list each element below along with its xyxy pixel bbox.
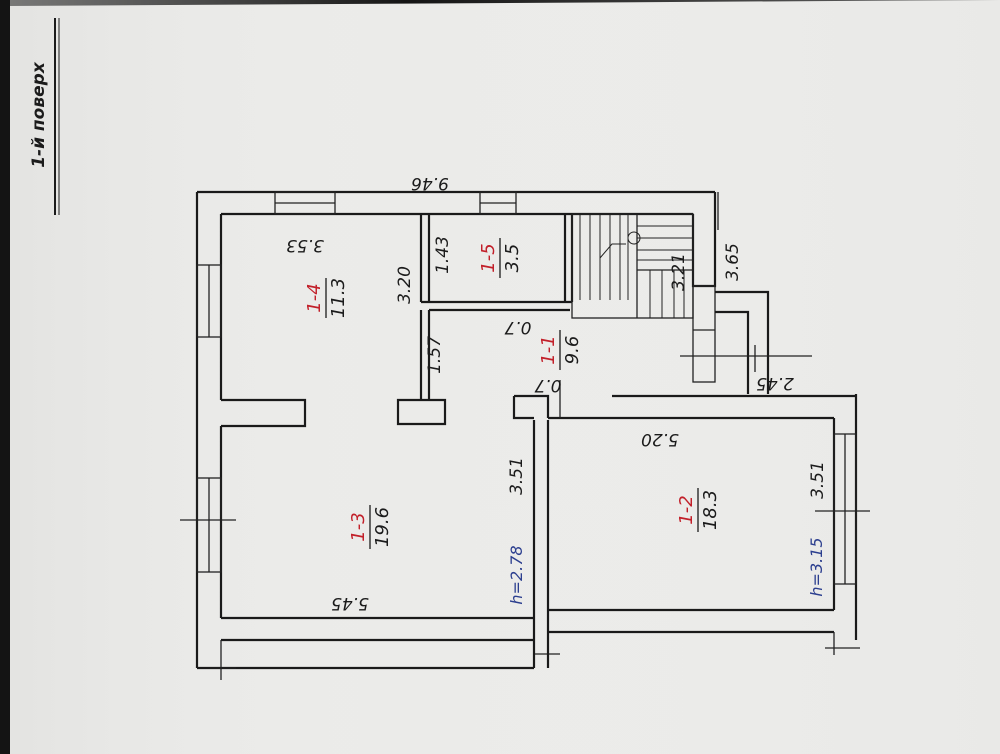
- sheet-title: 1-й поверх: [29, 61, 49, 168]
- room3-area: 19.6: [372, 507, 393, 547]
- door-2-jamb-b: [512, 396, 534, 420]
- dim-stair-outer: 3.65: [723, 243, 743, 281]
- room5-area: 3.5: [502, 244, 523, 273]
- room2-height: h=3.15: [807, 537, 826, 596]
- room2-number: 1-2: [676, 495, 697, 524]
- dim-room2-length: 5.20: [641, 429, 679, 449]
- dim-entry-width: 2.45: [756, 373, 794, 393]
- corridor-wall: [396, 310, 447, 426]
- stair-outline: [571, 213, 694, 319]
- room5-label: 1-5 3.5: [478, 238, 523, 278]
- room4-number: 1-4: [304, 283, 325, 312]
- room3-label: 1-3 19.6: [348, 505, 393, 549]
- sheet-title-group: 1-й поверх: [29, 61, 49, 168]
- walls: [180, 190, 870, 680]
- room3-height: h=2.78: [507, 545, 526, 604]
- dim-door-1: 0.7: [504, 317, 531, 337]
- room2-area: 18.3: [700, 490, 721, 530]
- stub-wall-upper: [221, 398, 307, 428]
- dim-room4-depth: 3.20: [395, 266, 415, 304]
- dim-room3-width: 3.51: [507, 457, 527, 495]
- dim-room3-length: 5.45: [331, 593, 369, 613]
- dim-corridor-width: 1.57: [425, 336, 445, 374]
- room3-number: 1-3: [348, 512, 369, 541]
- dim-room2-width: 3.51: [808, 461, 828, 499]
- door-2-jamb: [514, 394, 550, 418]
- room1-number: 1-1: [538, 335, 559, 364]
- entry-wall: [715, 290, 770, 394]
- entry-wall-inner: [715, 310, 750, 394]
- dimension-labels: 9.46 3.53 3.20 1.43 3.21 3.65 1.57 0.7 0…: [286, 173, 828, 613]
- stair-treads: [579, 214, 693, 318]
- room1-label: 1-1 9.6: [538, 330, 583, 370]
- room4-area: 11.3: [328, 278, 349, 318]
- room-labels: 1-4 11.3 1-5 3.5 1-1 9.6 1-3 19.6 1-2 18…: [304, 238, 826, 605]
- dim-door-2: 0.7: [534, 375, 561, 395]
- paper-shade: [10, 0, 1000, 754]
- room5-number: 1-5: [478, 243, 499, 272]
- dim-room4-width: 3.53: [286, 235, 324, 255]
- dim-stair-width: 3.21: [669, 253, 689, 291]
- stair-block-right: [692, 285, 716, 383]
- dim-overall-length: 9.46: [411, 173, 449, 193]
- room4-label: 1-4 11.3: [304, 278, 349, 318]
- dim-room5-width: 1.43: [433, 236, 453, 274]
- room2-label: 1-2 18.3: [676, 488, 721, 532]
- room1-area: 9.6: [562, 336, 583, 365]
